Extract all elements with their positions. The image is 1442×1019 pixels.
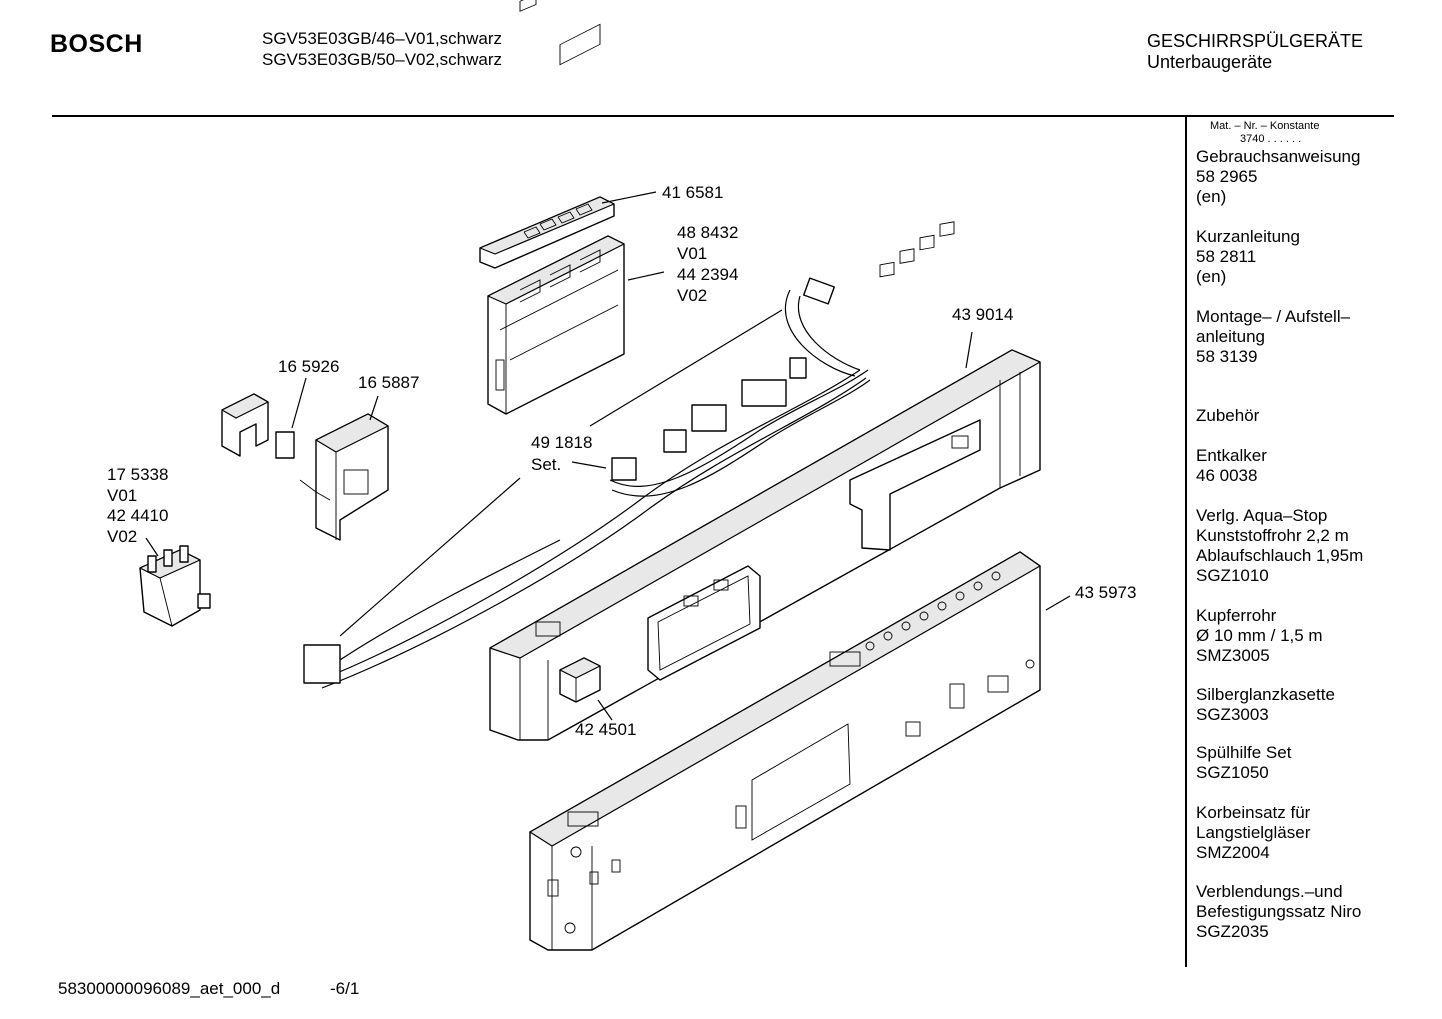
part-control-module[interactable] [487, 23, 625, 415]
label-v02-b: V02 [107, 527, 137, 546]
sidebar-text: (en) [1196, 187, 1227, 206]
label-416581: 41 6581 [662, 183, 723, 202]
sidebar-text: SGZ1010 [1196, 566, 1269, 585]
model-line-1: SGV53E03GB/46–V01,schwarz [262, 29, 503, 48]
model-line-2: SGV53E03GB/50–V02,schwarz [262, 50, 503, 69]
leader-175338 [145, 537, 159, 557]
sidebar-text: 58 2811 [1196, 247, 1257, 266]
part-button-strip[interactable] [479, 0, 615, 269]
sidebar-group-rinse: Spülhilfe Set SGZ1050 [1196, 743, 1291, 783]
sidebar-text: Spülhilfe Set [1196, 743, 1292, 762]
part-relay[interactable] [139, 545, 211, 627]
page-number: -6/1 [330, 979, 360, 998]
part-control-panel-housing[interactable] [529, 551, 1041, 951]
part-handle[interactable] [647, 565, 761, 681]
sidebar-text: Entkalker [1196, 446, 1267, 465]
sidebar-text: Zubehör [1196, 406, 1260, 425]
sidebar-text: Langstielgläser [1196, 823, 1311, 842]
part-wiring-harness[interactable] [303, 277, 871, 689]
sidebar-group-accessories: Zubehör [1196, 406, 1259, 426]
sidebar-text: 46 0038 [1196, 466, 1258, 485]
part-panel-frame[interactable] [489, 221, 1041, 741]
label-v01-b: V01 [107, 486, 137, 505]
sidebar-text: Kunststoffrohr 2,2 m [1196, 526, 1349, 545]
leader-416581 [601, 191, 657, 204]
label-491818: 49 1818 [531, 433, 592, 452]
leader-439014 [965, 331, 973, 369]
sidebar-header-line-1: Mat. – Nr. – Konstante [1210, 120, 1320, 132]
leader-435973 [1045, 595, 1071, 611]
sidebar-text: SGZ1050 [1196, 763, 1269, 782]
label-435973: 43 5973 [1075, 583, 1136, 602]
label-442394: 44 2394 [677, 265, 738, 284]
leader-424501 [597, 699, 613, 721]
sidebar-header-line-2: 3740 . . . . . . [1240, 133, 1302, 145]
label-175338: 17 5338 [107, 465, 168, 484]
sidebar-group-installation: Montage– / Aufstell– anleitung 58 3139 [1196, 307, 1350, 367]
sidebar-text: SGZ2035 [1196, 922, 1269, 941]
leader-165926 [291, 377, 307, 429]
sidebar-group-quickguide: Kurzanleitung 58 2811 (en) [1196, 227, 1300, 287]
sidebar-text: anleitung [1196, 327, 1266, 346]
label-v01-a: V01 [677, 244, 707, 263]
header-divider [52, 115, 1394, 117]
sidebar-text: Befestigungssatz Niro [1196, 902, 1362, 921]
leader-488432 [627, 271, 665, 281]
leader-491818-top [589, 309, 783, 427]
sidebar-divider [1185, 117, 1187, 967]
exploded-parts-diagram: 41 6581 48 8432 V01 44 2394 V02 43 9014 … [107, 0, 1136, 951]
sidebar-text: Korbeinsatz für [1196, 803, 1311, 822]
label-488432: 48 8432 [677, 223, 738, 242]
sidebar-group-copperpipe: Kupferrohr Ø 10 mm / 1,5 m SMZ3005 [1196, 606, 1323, 666]
sidebar-group-aquastop: Verlg. Aqua–Stop Kunststoffrohr 2,2 m Ab… [1196, 506, 1363, 586]
label-165887: 16 5887 [358, 373, 419, 392]
part-small-box-424501[interactable] [559, 657, 601, 703]
category-title: GESCHIRRSPÜLGERÄTE [1147, 31, 1364, 51]
sidebar-text: Montage– / Aufstell– [1196, 307, 1351, 326]
sidebar-text: Ø 10 mm / 1,5 m [1196, 626, 1323, 645]
part-bracket-165887[interactable] [299, 413, 389, 541]
sidebar-text: Gebrauchsanweisung [1196, 147, 1361, 166]
sidebar-text: Verlg. Aqua–Stop [1196, 506, 1328, 525]
sidebar-text: SMZ3005 [1196, 646, 1270, 665]
sidebar-text: (en) [1196, 267, 1227, 286]
sidebar-text: 58 2965 [1196, 167, 1258, 186]
sidebar-group-basket: Korbeinsatz für Langstielgläser SMZ2004 [1196, 803, 1310, 863]
sidebar-text: 58 3139 [1196, 347, 1258, 366]
sidebar-group-silver: Silberglanzkasette SGZ3003 [1196, 685, 1335, 725]
sidebar-text: Verblendungs.–und [1196, 882, 1343, 901]
label-424501: 42 4501 [575, 720, 636, 739]
leader-491818-left [339, 477, 521, 637]
label-165926: 16 5926 [278, 357, 339, 376]
sidebar-text: Kurzanleitung [1196, 227, 1300, 246]
category-subtitle: Unterbaugeräte [1147, 52, 1273, 72]
sidebar-text: SGZ3003 [1196, 705, 1269, 724]
label-v02-a: V02 [677, 286, 707, 305]
leader-491818-right [571, 461, 607, 469]
label-439014: 43 9014 [952, 305, 1013, 324]
sidebar-text: SMZ2004 [1196, 843, 1270, 862]
sidebar-text: Ablaufschlauch 1,95m [1196, 546, 1364, 565]
sidebar-text: Kupferrohr [1196, 606, 1277, 625]
sidebar-text: Silberglanzkasette [1196, 685, 1335, 704]
sidebar-group-manual: Gebrauchsanweisung 58 2965 (en) [1196, 147, 1360, 207]
label-set: Set. [531, 455, 561, 474]
sidebar-group-panel-kit: Verblendungs.–und Befestigungssatz Niro … [1196, 882, 1361, 942]
brand-logo: BOSCH [50, 30, 143, 58]
label-424410: 42 4410 [107, 506, 168, 525]
sidebar-header: Mat. – Nr. – Konstante 3740 . . . . . . [1210, 120, 1319, 146]
sidebar-group-descaler: Entkalker 46 0038 [1196, 446, 1267, 486]
part-cover-165926[interactable] [221, 393, 295, 459]
leader-165887 [369, 395, 379, 421]
document-id: 58300000096089_aet_000_d [58, 979, 281, 998]
